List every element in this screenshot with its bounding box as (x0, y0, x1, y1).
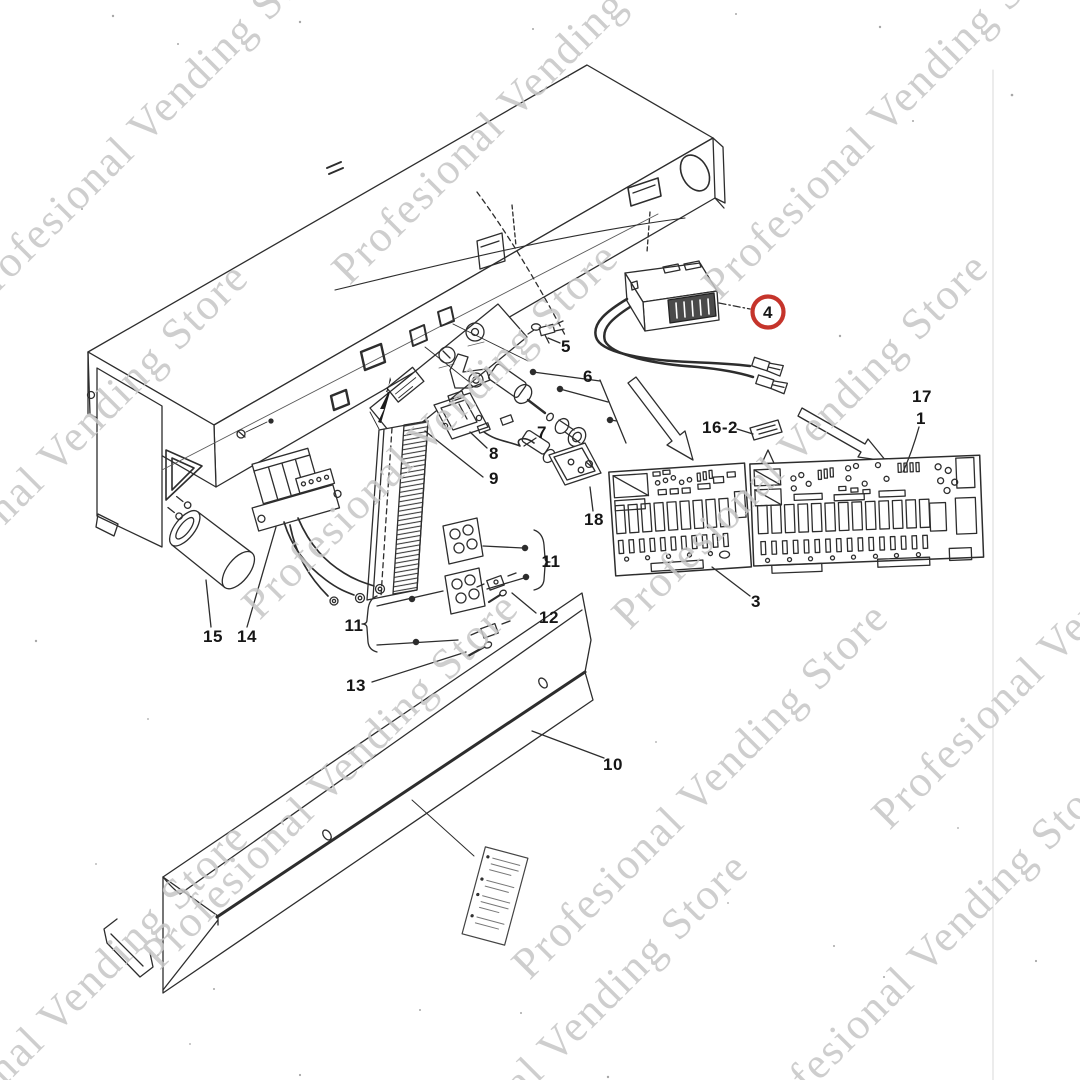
wiring-harness (594, 294, 789, 395)
pcb-right (749, 454, 985, 574)
switch-block (433, 390, 489, 440)
capacitor (167, 495, 256, 590)
relay-unit (624, 260, 720, 332)
label-sticker (411, 799, 529, 946)
terminal-strip (366, 420, 429, 601)
bottom-bracket (103, 592, 594, 994)
pcb-left (608, 462, 753, 577)
connector-blocks (442, 517, 517, 658)
leader-lines (205, 337, 920, 759)
lock-assembly (449, 320, 602, 486)
control-panel (334, 191, 686, 453)
lightning-icon (378, 377, 391, 423)
scan-speckles (34, 13, 1038, 1079)
panel-label (386, 366, 425, 403)
cabinet-box (86, 64, 726, 548)
transformer (251, 447, 386, 606)
connector-16-2 (749, 419, 783, 441)
